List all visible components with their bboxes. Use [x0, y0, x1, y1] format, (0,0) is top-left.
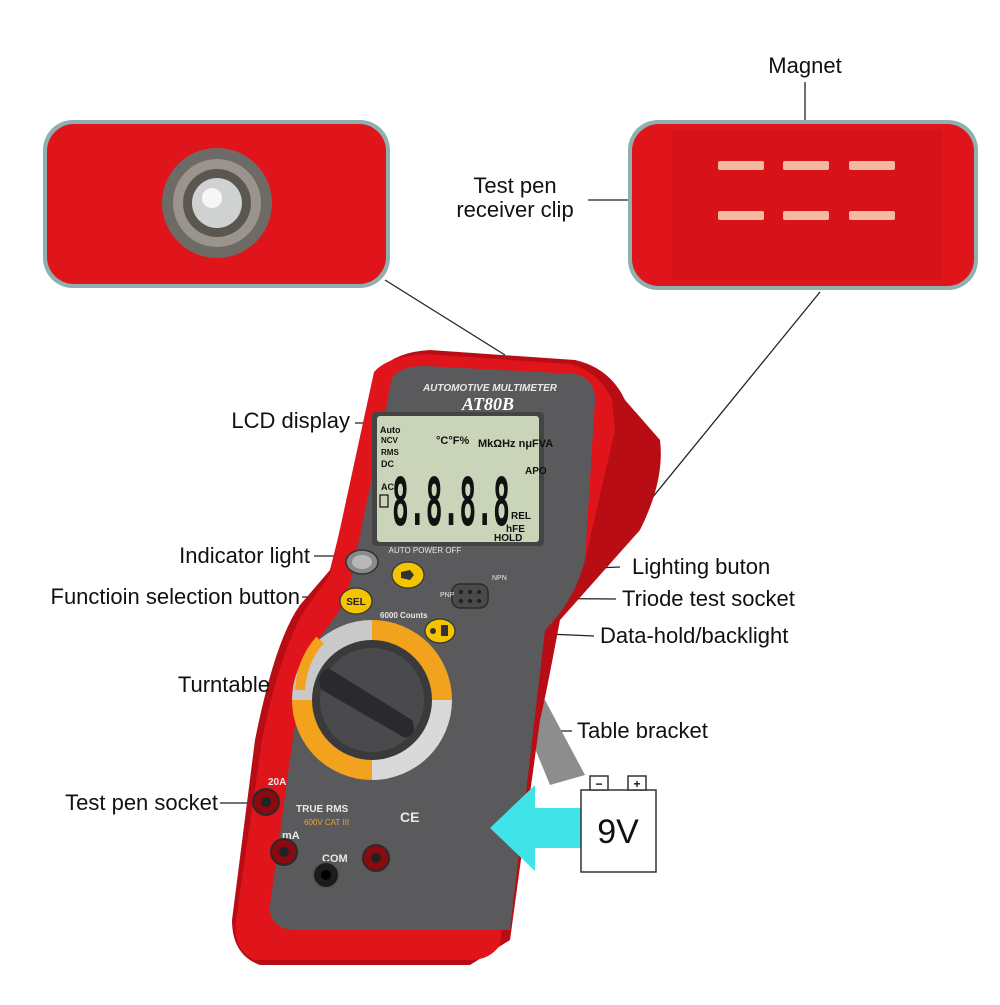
triode-test-socket	[451, 583, 489, 609]
battery-label: 9V	[597, 813, 639, 851]
callout-lcd-display: LCD display	[231, 408, 350, 433]
lcd-ncv: NCV	[381, 436, 399, 445]
lcd-display: Auto NCV RMS DC AC °C°F% MkΩHz nμFVA 8.8…	[372, 412, 553, 546]
callout-indicator-light: Indicator light	[179, 543, 310, 568]
insert-arrow	[490, 785, 585, 871]
lcd-dc: DC	[381, 459, 394, 469]
callout-data-hold: Data-hold/backlight	[600, 623, 789, 648]
lcd-rel: REL	[511, 511, 531, 522]
callout-magnet: Magnet	[768, 53, 842, 78]
subtitle-text: AUTOMOTIVE MULTIMETER	[422, 383, 558, 394]
callout-triode-socket: Triode test socket	[622, 586, 795, 611]
lighting-button[interactable]	[391, 561, 425, 589]
lcd-units: MkΩHz nμFVA	[478, 438, 553, 450]
light-closeup-inset	[43, 120, 390, 288]
lcd-digits: 8.8.8.8	[392, 464, 510, 541]
battery-9v: − + 9V	[580, 775, 657, 873]
lcd-auto: Auto	[380, 425, 401, 435]
port-20a-label: 20A	[268, 777, 286, 788]
magnet-strip	[849, 211, 895, 220]
callout-table-bracket: Table bracket	[577, 718, 708, 743]
counts-text: 6000 Counts	[380, 611, 428, 620]
battery-minus-sign: −	[595, 777, 602, 791]
data-hold-backlight-button[interactable]	[424, 618, 456, 644]
npn-label: NPN	[492, 575, 507, 582]
cat-rating-text: 600V CAT III	[304, 818, 349, 827]
callout-test-pen-socket: Test pen socket	[65, 790, 218, 815]
battery-minus-terminal	[589, 775, 609, 791]
lcd-rms: RMS	[381, 448, 399, 457]
magnet-strip	[849, 161, 895, 170]
magnet-strip	[783, 211, 829, 220]
callout-function-button: Functioin selection button	[50, 584, 301, 609]
magnet-strip	[783, 161, 829, 170]
true-rms-text: TRUE RMS	[296, 804, 349, 815]
lcd-hold: HOLD	[494, 533, 522, 544]
ce-mark: CE	[400, 809, 419, 825]
magnet-strip	[718, 161, 764, 170]
model-text: AT80B	[461, 394, 514, 414]
magnet-strip	[718, 211, 764, 220]
lcd-apo: APO	[525, 466, 547, 477]
battery-indicator-icon	[379, 494, 389, 508]
battery-plus-terminal	[627, 775, 647, 791]
callout-lighting-button: Lighting buton	[632, 554, 771, 579]
magnet-closeup-inset	[628, 120, 978, 290]
hold-icon	[441, 625, 448, 636]
callout-turntable: Turntable	[177, 672, 270, 697]
backlight-icon	[430, 628, 436, 634]
lcd-hfe: hFE	[506, 524, 525, 535]
flashlight-icon	[401, 570, 414, 580]
lcd-ac: AC	[381, 482, 394, 492]
function-selection-button[interactable]: SEL	[339, 587, 373, 615]
lcd-temp: °C°F%	[436, 435, 469, 447]
battery-plus-sign: +	[633, 777, 640, 791]
pnp-label: PNP	[440, 592, 455, 599]
turntable-knob[interactable]	[312, 640, 432, 760]
sel-button-label: SEL	[346, 597, 365, 608]
callout-receiver-line2: receiver clip	[456, 197, 574, 222]
test-pen-sockets	[252, 788, 390, 889]
callout-receiver-line1: Test pen	[473, 173, 557, 198]
auto-power-off-text: AUTO POWER OFF	[389, 546, 462, 555]
